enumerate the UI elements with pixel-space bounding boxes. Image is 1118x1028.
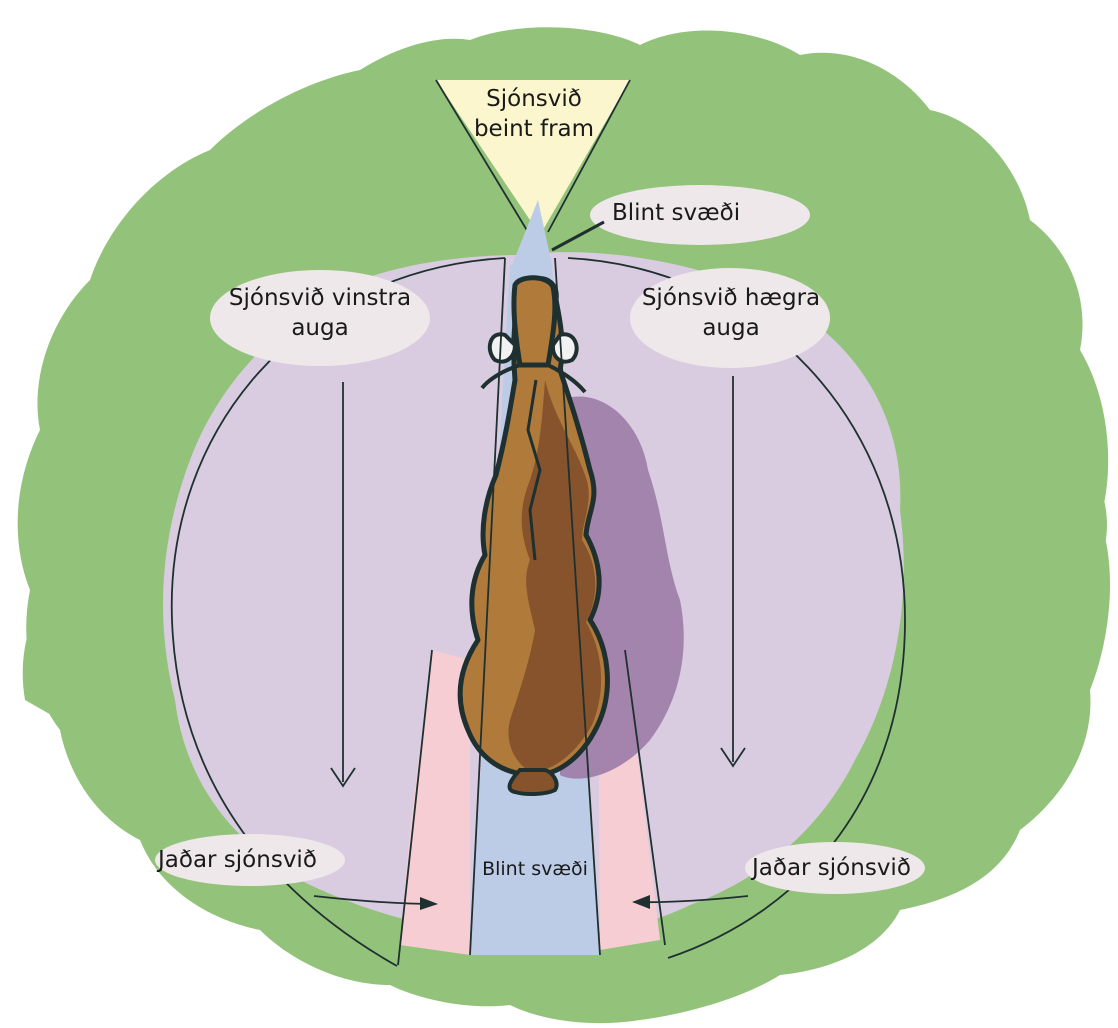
- label-right-eye-line2: auga: [626, 313, 836, 343]
- label-peripheral-right: Jaðar sjónsvið: [752, 853, 932, 883]
- label-left-eye-line1: Sjónsvið vinstra: [210, 283, 430, 313]
- label-right-eye-line1: Sjónsvið hægra: [626, 283, 836, 313]
- horse-ear-right: [553, 334, 577, 361]
- label-left-eye-line2: auga: [210, 313, 430, 343]
- label-peripheral-left: Jaðar sjónsvið: [158, 845, 348, 875]
- label-left-eye: Sjónsvið vinstra auga: [210, 283, 430, 343]
- horse-head: [514, 278, 555, 365]
- label-blind-zone-top: Blint svæði: [612, 198, 792, 228]
- label-right-eye: Sjónsvið hægra auga: [626, 283, 836, 343]
- label-blind-zone-rear: Blint svæði: [466, 854, 604, 884]
- horse-tail: [510, 770, 557, 794]
- label-front-vision: Sjónsvið beint fram: [455, 84, 613, 144]
- label-front-vision-line2: beint fram: [455, 114, 613, 144]
- label-front-vision-line1: Sjónsvið: [455, 84, 613, 114]
